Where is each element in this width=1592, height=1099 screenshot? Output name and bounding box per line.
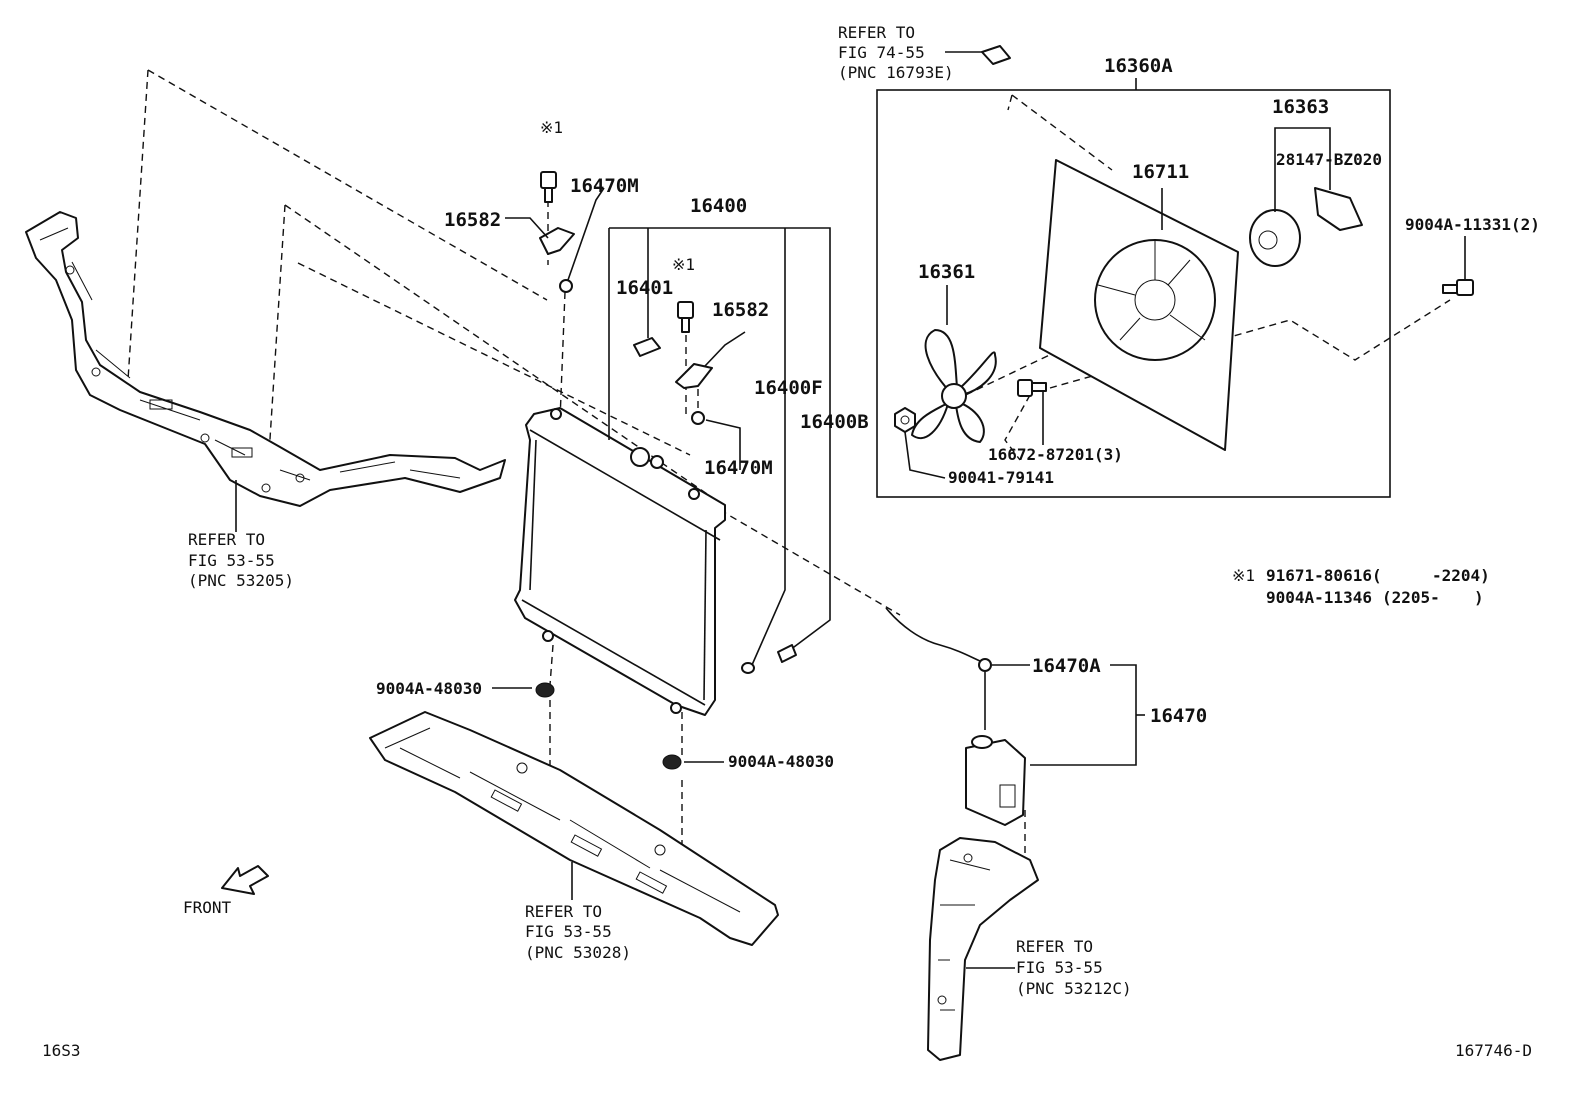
label-9004a48030-a: 9004A-48030 (376, 679, 482, 698)
fan-assembly-box (876, 89, 1391, 498)
refer-fig53-mid-line2: FIG 53-55 (525, 922, 612, 941)
label-16361: 16361 (918, 261, 975, 283)
note-line1-code: 91671-80616( (1266, 566, 1382, 585)
bolt-16672 (1017, 379, 1047, 397)
label-16400f: 16400F (754, 377, 823, 399)
note-line2-range: (2205- (1382, 588, 1440, 607)
label-16360a: 16360A (1104, 55, 1173, 77)
label-16470m-a: 16470M (570, 175, 639, 197)
connector-16793e (981, 45, 1011, 65)
note-line1-range: -2204) (1432, 566, 1490, 585)
refer-fig53-mid-line3: (PNC 53028) (525, 943, 631, 962)
refer-fig74-line2: FIG 74-55 (838, 43, 925, 62)
label-16582-a: 16582 (444, 209, 501, 231)
label-16582-b: 16582 (712, 299, 769, 321)
label-16470a: 16470A (1032, 655, 1101, 677)
leader-16470m-a (567, 187, 605, 281)
refer-fig74-line1: REFER TO (838, 23, 915, 42)
leader-16582-b (704, 331, 746, 367)
hose-16470a (885, 607, 992, 730)
leader-16582-a (505, 217, 549, 239)
leader-16470m-b (705, 419, 741, 470)
label-9004a11331: 9004A-11331(2) (1405, 215, 1540, 234)
refer-fig53-right-line3: (PNC 53212C) (1016, 979, 1132, 998)
refer-fig53-left-line3: (PNC 53205) (188, 571, 294, 590)
refer-fig74-line3: (PNC 16793E) (838, 63, 954, 82)
grommets-lower (535, 644, 797, 770)
nut-90041 (894, 407, 916, 433)
label-90041: 90041-79141 (948, 468, 1054, 487)
fan-motor-16363 (1249, 187, 1363, 267)
note-line2-close: ) (1474, 588, 1484, 607)
note-line2-code: 9004A-11346 (1266, 588, 1372, 607)
label-16711: 16711 (1132, 161, 1189, 183)
radiator-core (514, 407, 726, 716)
upper-radiator-support (25, 211, 506, 507)
label-16400b: 16400B (800, 411, 869, 433)
front-arrow-icon (221, 865, 269, 895)
bolt-9004a-11331 (1442, 279, 1474, 296)
refer-fig53-mid-line1: REFER TO (525, 902, 602, 921)
note-mark-a: ※1 (540, 118, 563, 137)
label-16400: 16400 (690, 195, 747, 217)
leader-90041 (904, 431, 946, 479)
bolt-16582-a (539, 171, 575, 293)
part-labels: REFER TO FIG 74-55 (PNC 16793E) 16360A 1… (42, 23, 1540, 1060)
fan-blade-16361 (911, 329, 997, 443)
label-9004a48030-b: 9004A-48030 (728, 752, 834, 771)
label-28147: 28147-BZ020 (1276, 150, 1382, 169)
reservoir-tank (965, 735, 1026, 826)
front-label: FRONT (183, 898, 232, 917)
refer-fig53-right-line1: REFER TO (1016, 937, 1093, 956)
radiator-callout-brackets (608, 227, 831, 666)
leader-16470a-bracket (1030, 664, 1137, 766)
dashed-assembly-lines (127, 69, 1451, 855)
corner-code-right: 167746-D (1455, 1041, 1532, 1060)
label-16470m-b: 16470M (704, 457, 773, 479)
note-line1-mark: ※1 (1232, 566, 1255, 585)
label-16672: 16672-87201(3) (988, 445, 1123, 464)
label-16363: 16363 (1272, 96, 1329, 118)
label-16470: 16470 (1150, 705, 1207, 727)
refer-fig53-right-line2: FIG 53-55 (1016, 958, 1103, 977)
label-16401: 16401 (616, 277, 673, 299)
side-radiator-support (927, 837, 1039, 1061)
leader-16363-bracket (1274, 127, 1331, 212)
corner-code-left: 16S3 (42, 1041, 81, 1060)
cap-16401 (633, 337, 661, 357)
note-mark-b: ※1 (672, 255, 695, 274)
refer-fig53-left-line2: FIG 53-55 (188, 551, 275, 570)
fan-shroud-16711 (1039, 159, 1239, 451)
refer-fig53-left-line1: REFER TO (188, 530, 265, 549)
bolt-16582-b (675, 301, 713, 425)
lower-radiator-support (369, 711, 779, 946)
